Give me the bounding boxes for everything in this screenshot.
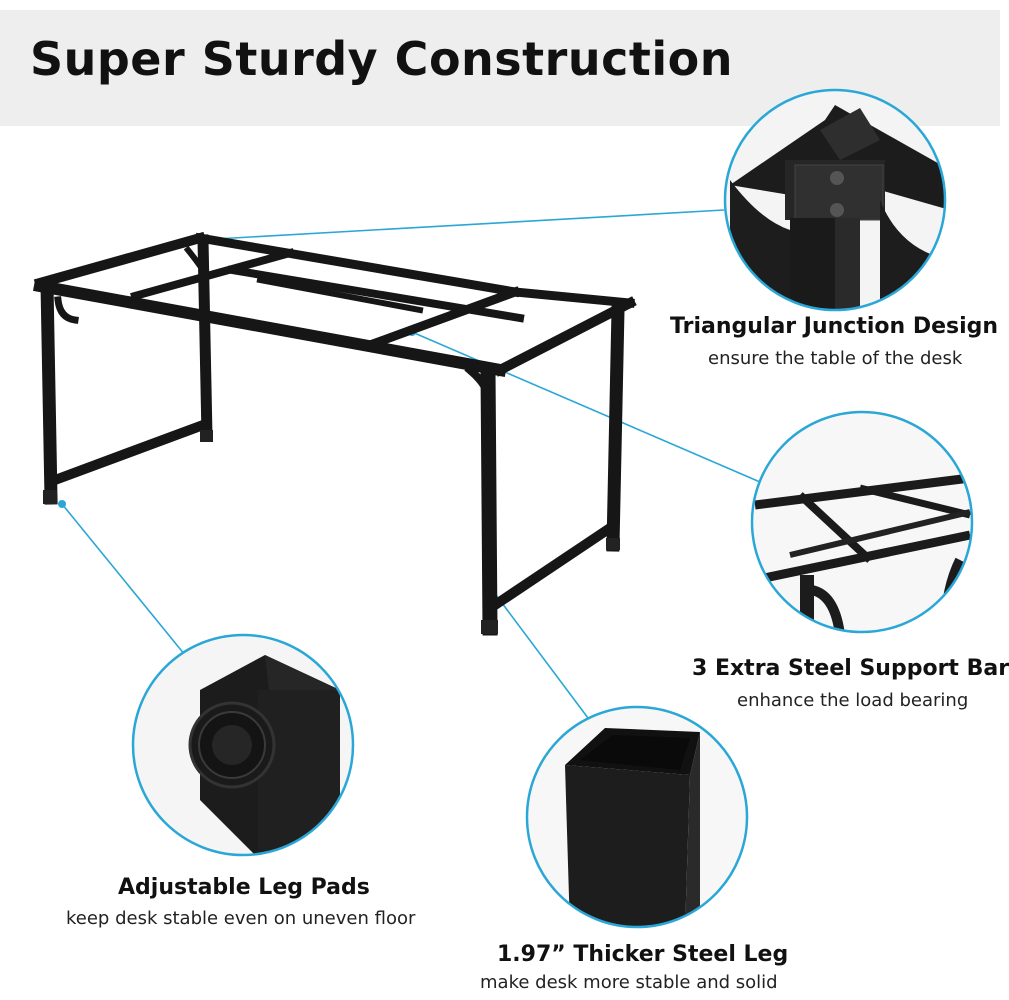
steel-leg-detail-image [525,705,749,929]
table-frame [33,231,637,636]
support-bar-detail-image [750,410,974,634]
junction-detail-image [723,88,947,312]
feature-subtitle-leg-pads: keep desk stable even on uneven floor [66,908,416,929]
feature-title-leg-pads: Adjustable Leg Pads [118,875,370,900]
leg-feet [43,430,620,634]
feature-subtitle-support-bar: enhance the load bearing [737,690,969,711]
page-title: Super Sturdy Construction [30,32,733,86]
feature-title-support-bar: 3 Extra Steel Support Bar [692,656,1009,681]
feature-title-junction: Triangular Junction Design [670,314,999,339]
feature-subtitle-steel-leg: make desk more stable and solid [480,972,778,993]
feature-title-steel-leg: 1.97” Thicker Steel Leg [497,942,789,967]
feature-subtitle-junction: ensure the table of the desk [708,348,963,369]
callout-lines [61,209,761,719]
leg-pad-detail-image [131,633,355,857]
callout-dots [58,236,494,591]
